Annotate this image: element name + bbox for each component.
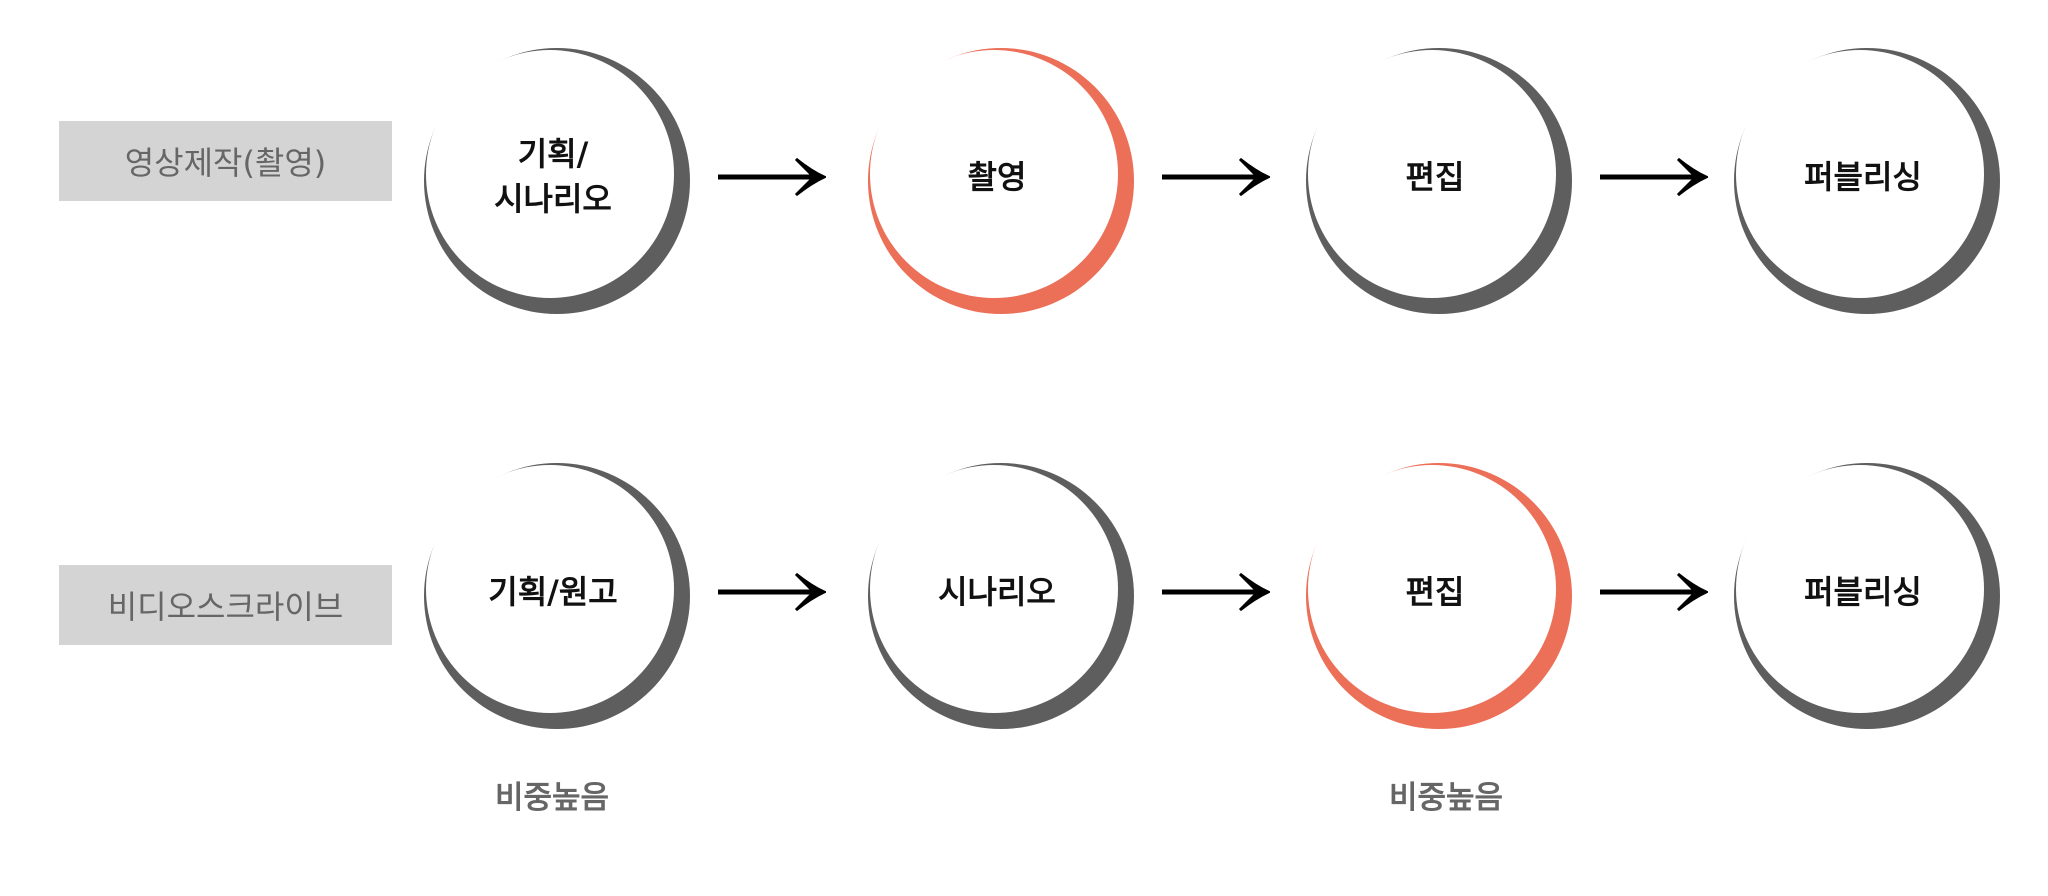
ring-icon [1306,463,1572,729]
step-label: 기획/원고 [488,572,618,611]
step-circle: 시나리오 [866,461,1136,731]
step-circle: 퍼블리싱 [1732,46,2002,316]
ring-icon [424,48,690,314]
step-circle: 촬영 [866,46,1136,316]
note-weight-high-1: 비중높음 [494,780,610,816]
row-label-video-production: 영상제작(촬영) [59,121,392,201]
arrow-right-icon [716,155,828,199]
step-circle: 기획/원고 [422,461,692,731]
ring-icon [868,48,1134,314]
step-circle: 편집 [1304,46,1574,316]
ring-icon [424,463,690,729]
arrow-right-icon [1598,570,1710,614]
ring-icon [1734,48,2000,314]
step-label: 퍼블리싱 [1804,157,1922,196]
arrow-right-icon [1160,155,1272,199]
step-circle: 퍼블리싱 [1732,461,2002,731]
arrow-right-icon [1160,570,1272,614]
note-weight-high-2: 비중높음 [1388,780,1504,816]
step-circle: 편집 [1304,461,1574,731]
step-label: 퍼블리싱 [1804,572,1922,611]
step-label: 시나리오 [938,572,1056,611]
step-label: 편집 [1405,157,1465,196]
ring-icon [1306,48,1572,314]
arrow-right-icon [716,570,828,614]
arrow-right-icon [1598,155,1710,199]
step-label: 기획/ 시나리오 [494,135,612,218]
step-label: 촬영 [967,157,1027,196]
step-circle: 기획/ 시나리오 [422,46,692,316]
row-label-video-scribe: 비디오스크라이브 [59,565,392,645]
step-label: 편집 [1405,572,1465,611]
ring-icon [1734,463,2000,729]
ring-icon [868,463,1134,729]
